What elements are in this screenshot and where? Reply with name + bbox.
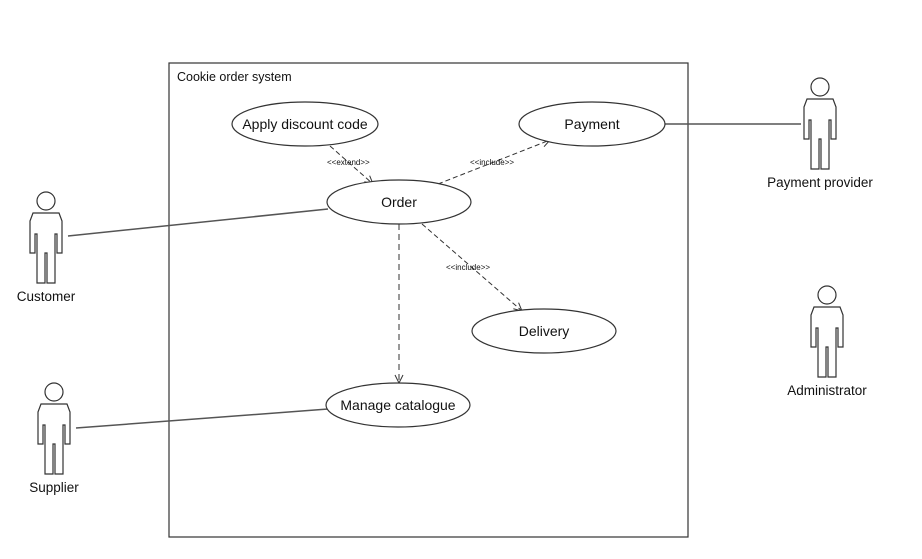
actor-customer-label: Customer xyxy=(17,289,76,304)
use-case-discount: Apply discount code xyxy=(231,101,379,147)
actor-figure-icon xyxy=(803,77,837,170)
use-case-order: Order xyxy=(326,179,472,225)
actor-administrator xyxy=(810,285,844,378)
actor-payment-provider xyxy=(803,77,837,170)
actor-figure-icon xyxy=(29,191,63,284)
system-title: Cookie order system xyxy=(177,70,292,84)
use-case-catalogue-label: Manage catalogue xyxy=(340,397,455,413)
actor-supplier xyxy=(37,382,71,475)
actor-figure-icon xyxy=(37,382,71,475)
association-customer-order xyxy=(67,208,329,237)
extend-label: <<extend>> xyxy=(327,158,370,167)
use-case-catalogue: Manage catalogue xyxy=(325,382,471,428)
use-case-delivery-label: Delivery xyxy=(519,323,570,339)
include-payment-arrow xyxy=(437,140,550,185)
include-delivery-label: <<include>> xyxy=(446,263,490,272)
association-supplier-catalogue xyxy=(75,408,329,429)
system-boundary: Cookie order system xyxy=(168,62,689,538)
actor-administrator-label: Administrator xyxy=(787,383,867,398)
actor-supplier-label: Supplier xyxy=(29,480,79,495)
use-case-discount-label: Apply discount code xyxy=(242,116,368,132)
use-case-payment-label: Payment xyxy=(564,116,619,132)
include-delivery-arrow xyxy=(421,223,522,311)
extend-arrow xyxy=(329,145,373,184)
use-case-delivery: Delivery xyxy=(471,308,617,354)
actor-figure-icon xyxy=(810,285,844,378)
include-payment-label: <<include>> xyxy=(470,158,514,167)
actor-customer xyxy=(29,191,63,284)
use-case-order-label: Order xyxy=(381,194,417,210)
actor-payment-provider-label: Payment provider xyxy=(767,175,873,190)
use-case-payment: Payment xyxy=(518,101,666,147)
